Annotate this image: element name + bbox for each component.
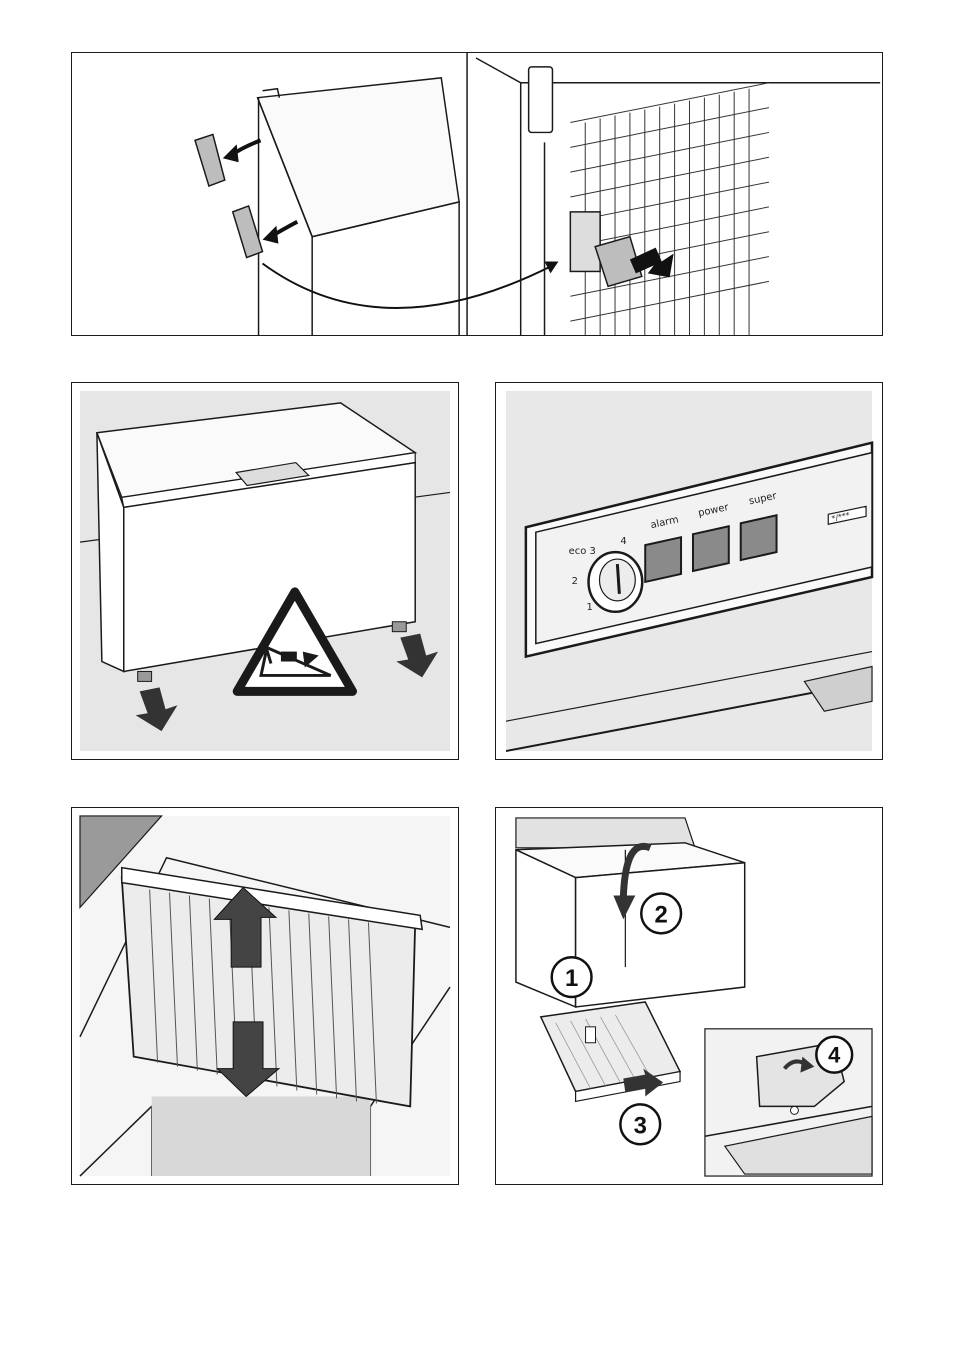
condenser-grid-icon <box>570 83 769 335</box>
figure-door-stop-transfer <box>71 52 883 336</box>
step-badge-4: 4 <box>816 1037 852 1073</box>
figure-control-panel: eco 3 4 2 1 alarm power super */*** <box>495 382 883 760</box>
dial-label-1: 1 <box>587 602 593 613</box>
power-button[interactable] <box>693 526 729 571</box>
control-panel-illustration: eco 3 4 2 1 alarm power super */*** <box>496 383 882 759</box>
dial-label-eco: eco 3 <box>569 546 596 557</box>
figure-chest-freezer-warning <box>71 382 459 760</box>
door-stop-illustration <box>72 53 882 335</box>
dial-label-2: 2 <box>572 576 578 587</box>
dial-label-4: 4 <box>620 536 626 547</box>
alarm-button[interactable] <box>645 537 681 582</box>
step-number-1: 1 <box>565 965 578 992</box>
partition-illustration <box>72 808 458 1184</box>
step-badge-2: 2 <box>641 894 681 934</box>
step-number-2: 2 <box>655 901 668 928</box>
step-number-3: 3 <box>634 1112 647 1139</box>
figure-drain-tray-steps: 1 2 3 4 <box>495 807 883 1185</box>
step-number-4: 4 <box>828 1043 841 1068</box>
freezer-illustration <box>72 383 458 759</box>
drain-tray-illustration: 1 2 3 4 <box>496 808 882 1184</box>
super-button[interactable] <box>741 515 777 560</box>
figure-partition-wall <box>71 807 459 1185</box>
temperature-dial[interactable] <box>589 552 643 612</box>
step-badge-1: 1 <box>552 957 592 997</box>
step-badge-3: 3 <box>620 1104 660 1144</box>
